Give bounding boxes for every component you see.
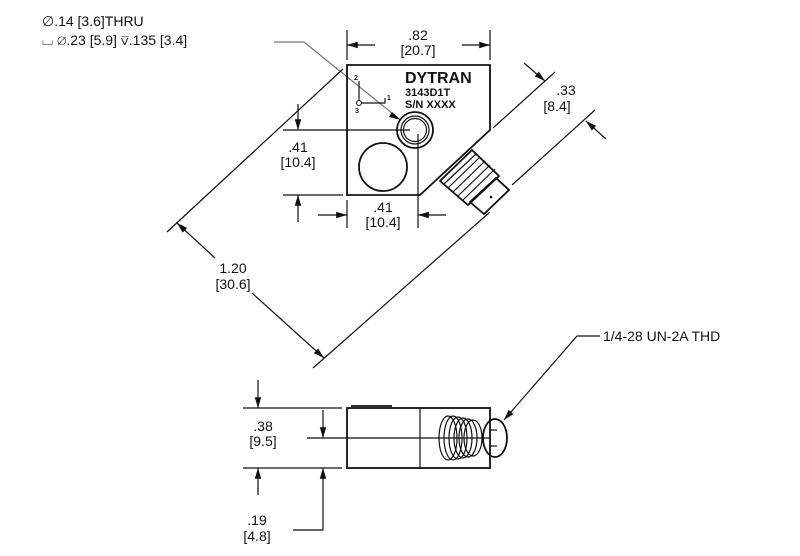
height-in: .38	[253, 418, 273, 434]
model-label: 3143D1T	[405, 87, 451, 99]
leader-arrow-icon	[389, 112, 401, 120]
side-hole	[358, 142, 408, 192]
hole-v-in: .41	[288, 139, 308, 155]
center-in: .19	[247, 512, 267, 528]
thread-callout: 1/4-28 UN-2A THD	[603, 328, 720, 344]
top-view: DYTRAN 3143D1T S/N XXXX 2 1 3	[346, 64, 511, 216]
hole-thru-text: ∅.14 [3.6]THRU	[42, 13, 144, 29]
thread-leader	[503, 335, 600, 421]
hole-v-mm: [10.4]	[280, 154, 315, 170]
svg-text:1: 1	[387, 95, 391, 102]
hole-leader	[274, 41, 399, 119]
hole-h-mm: [10.4]	[365, 214, 400, 230]
side-view	[307, 405, 508, 469]
brand-label: DYTRAN	[405, 70, 472, 87]
hole-callout: ∅.14 [3.6]THRU ⌴ ∅.23 [5.9] ⊽.135 [3.4]	[42, 13, 401, 120]
axis-triad-icon: 2 1 3	[354, 75, 391, 115]
svg-text:2: 2	[354, 75, 358, 82]
center-mm: [4.8]	[243, 528, 270, 544]
counterbore-text: ⌴ ∅.23 [5.9] ⊽.135 [3.4]	[42, 32, 187, 48]
hole-h-in: .41	[373, 199, 393, 215]
conn-mm: [8.4]	[543, 98, 570, 114]
height-mm: [9.5]	[249, 433, 276, 449]
connector-side	[438, 415, 508, 461]
top-view-dimensions: .82 [20.7] .41 [10.4] .41 [10.4] 1.20 [3…	[166, 27, 607, 369]
width-in: .82	[408, 27, 428, 43]
connector-top	[438, 148, 511, 216]
length-mm: [30.6]	[215, 276, 250, 292]
body-outline	[346, 64, 491, 196]
svg-text:3: 3	[355, 108, 359, 115]
conn-in: .33	[556, 82, 576, 98]
width-mm: [20.7]	[400, 42, 435, 58]
serial-label: S/N XXXX	[405, 99, 456, 111]
length-in: 1.20	[219, 260, 246, 276]
side-view-dimensions: .38 [9.5] .19 [4.8] 1/4-28 UN-2A THD	[243, 328, 720, 544]
